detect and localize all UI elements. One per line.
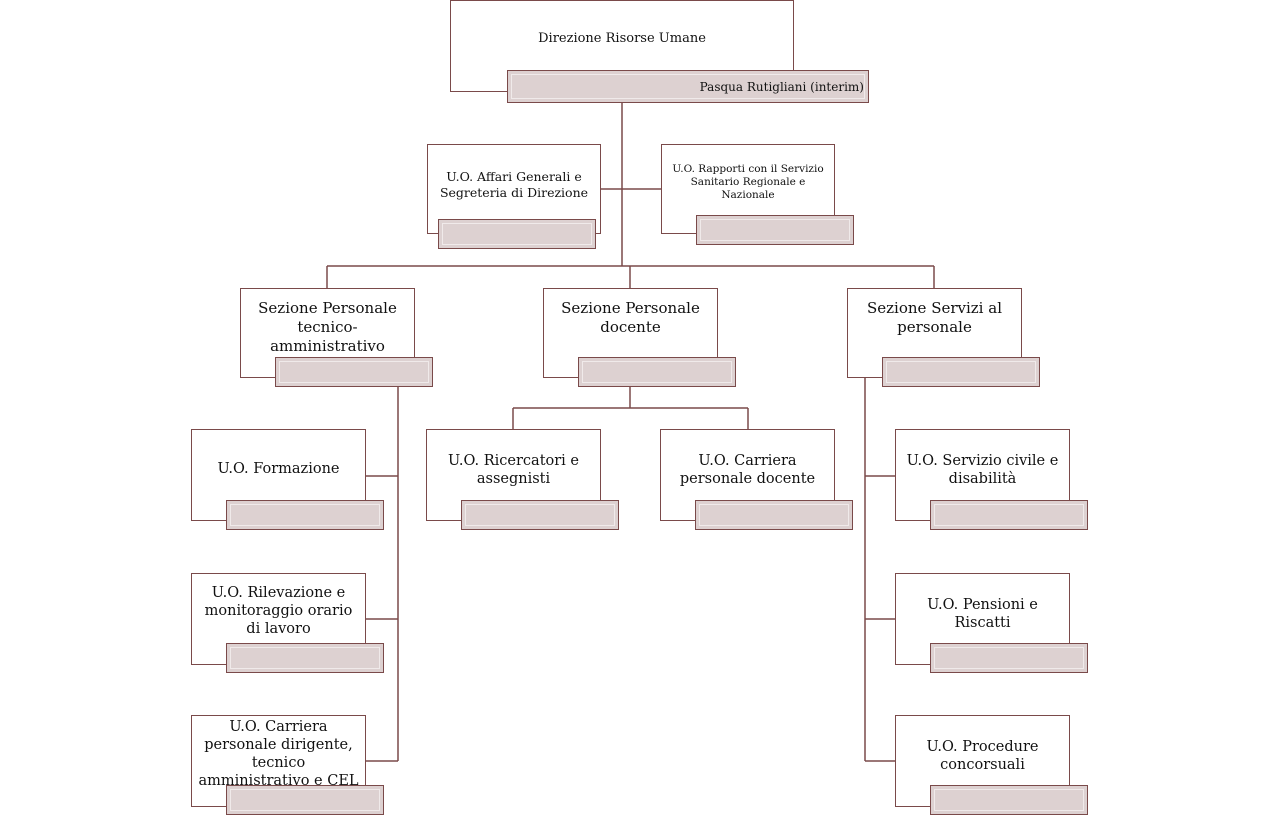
section-title: Sezione Personale tecnico-amministrativo <box>258 299 397 355</box>
staff-unit-head-tag <box>438 219 596 249</box>
unit-head-tag <box>226 643 384 673</box>
unit-head-tag <box>226 785 384 815</box>
unit-head-tag <box>461 500 619 530</box>
unit-title: U.O. Servizio civile e disabilità <box>906 453 1059 488</box>
unit-head-tag <box>695 500 853 530</box>
section-head-tag <box>275 357 433 387</box>
section-head-tag <box>578 357 736 387</box>
unit-title: U.O. Ricercatori e assegnisti <box>447 453 580 488</box>
staff-unit-title: U.O. Affari Generali e Segreteria di Dir… <box>439 169 589 200</box>
unit-title: U.O. Carriera personale dirigente, tecni… <box>198 719 359 790</box>
unit-title: U.O. Procedure concorsuali <box>926 739 1039 774</box>
section-title: Sezione Servizi al personale <box>867 299 1002 336</box>
unit-head-tag <box>930 785 1088 815</box>
unit-title: U.O. Rilevazione e monitoraggio orario d… <box>204 585 353 638</box>
section-title: Sezione Personale docente <box>561 299 700 336</box>
staff-unit-head-tag <box>696 215 854 245</box>
unit-title: U.O. Carriera personale docente <box>679 453 816 488</box>
root-title: Direzione Risorse Umane <box>538 31 706 46</box>
unit-head-tag <box>226 500 384 530</box>
section-head-tag <box>882 357 1040 387</box>
unit-head-tag <box>930 643 1088 673</box>
root-head-tag: Pasqua Rutigliani (interim) <box>507 70 869 103</box>
staff-unit-title: U.O. Rapporti con il Servizio Sanitario … <box>672 163 824 201</box>
unit-title: U.O. Pensioni e Riscatti <box>927 597 1038 632</box>
unit-head-tag <box>930 500 1088 530</box>
unit-title: U.O. Formazione <box>217 461 340 477</box>
